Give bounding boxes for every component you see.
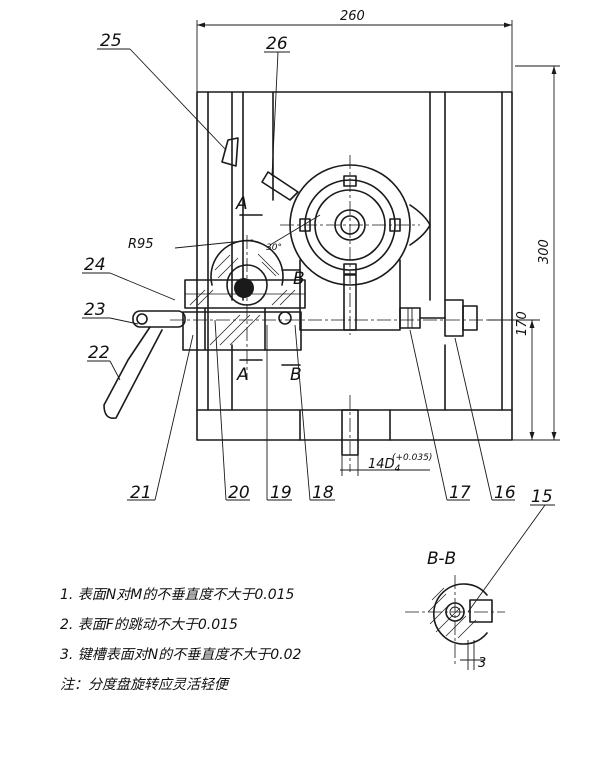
section-a-top: A bbox=[235, 194, 248, 214]
handle bbox=[103, 310, 186, 420]
section-bb-view bbox=[405, 575, 505, 670]
dim-bore-tolerance: (+0.035) bbox=[392, 453, 432, 463]
dim-angle: 30° bbox=[266, 243, 282, 253]
part-label-22: 22 bbox=[88, 343, 110, 363]
part-label-24: 24 bbox=[84, 255, 106, 275]
dim-height-center-text: 170 bbox=[515, 311, 530, 336]
note-1: 1. 表面N对M的不垂直度不大于0.015 bbox=[60, 587, 295, 603]
base-frame bbox=[196, 91, 513, 472]
part-label-19: 19 bbox=[270, 483, 292, 503]
part-label-20: 20 bbox=[228, 483, 250, 503]
leader-lines bbox=[82, 48, 555, 613]
locking-mechanism bbox=[170, 235, 500, 380]
dim-bore: 14D4 bbox=[368, 457, 401, 474]
technical-notes: 1. 表面N对M的不垂直度不大于0.015 2. 表面F的跳动不大于0.015 … bbox=[60, 580, 301, 700]
dim-height-total-text: 300 bbox=[537, 239, 552, 264]
dim-radius: R95 bbox=[128, 237, 154, 252]
dimension-height-center bbox=[488, 319, 540, 440]
part-label-26: 26 bbox=[266, 34, 288, 54]
index-plate bbox=[280, 155, 431, 335]
part-label-21: 21 bbox=[130, 483, 152, 503]
bore-dimension bbox=[340, 455, 430, 476]
dim-width-text: 260 bbox=[340, 9, 365, 24]
note-3: 3. 键槽表面对N的不垂直度不大于0.02 bbox=[60, 647, 302, 663]
dimension-width bbox=[196, 20, 513, 92]
adjusting-screw bbox=[399, 299, 478, 337]
part-label-17: 17 bbox=[449, 483, 471, 503]
part-label-18: 18 bbox=[312, 483, 334, 503]
section-a-bottom: A bbox=[236, 365, 249, 385]
part-label-16: 16 bbox=[494, 483, 516, 503]
part-label-15: 15 bbox=[531, 487, 553, 507]
section-b-top: B bbox=[293, 269, 305, 289]
part-label-25: 25 bbox=[100, 31, 122, 51]
note-2: 2. 表面F的跳动不大于0.015 bbox=[60, 617, 238, 633]
section-b-bottom: B bbox=[290, 365, 302, 385]
section-bb-title: B-B bbox=[427, 549, 456, 569]
section-lines bbox=[174, 214, 321, 366]
part-label-23: 23 bbox=[84, 300, 106, 320]
dim-key-width: 3 bbox=[478, 656, 486, 671]
note-remark: 注：分度盘旋转应灵活轻便 bbox=[60, 677, 228, 693]
lever-arm bbox=[221, 137, 299, 201]
dimension-height-total bbox=[512, 65, 560, 441]
